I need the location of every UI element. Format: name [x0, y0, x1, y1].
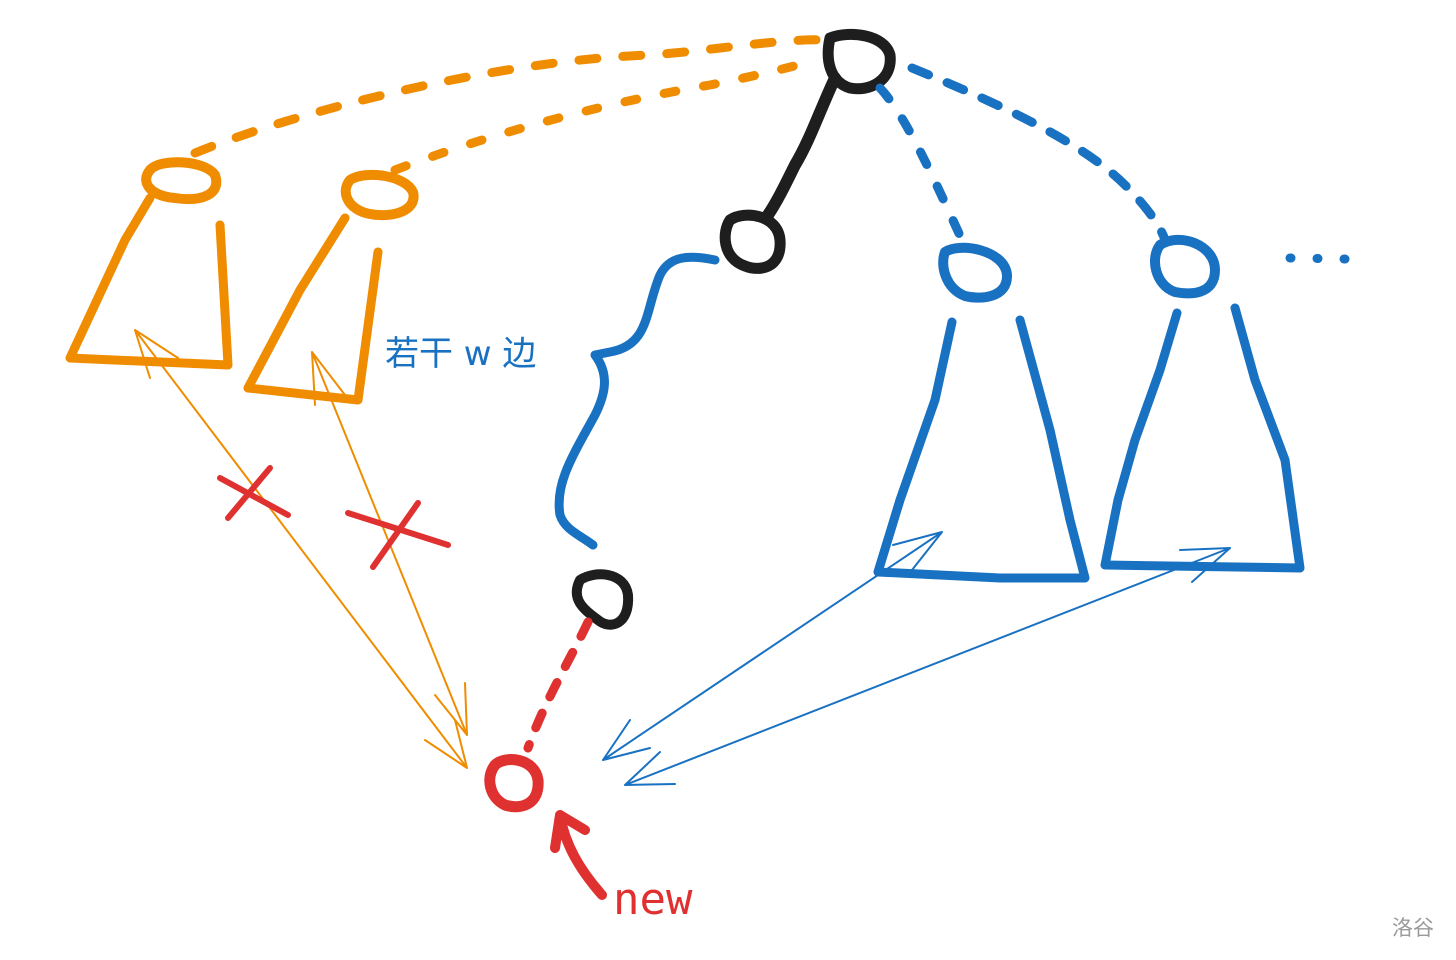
orange-subtree-2: [243, 213, 383, 405]
ellipsis-dots: [1285, 253, 1350, 264]
edge-count-label: 若干 w 边: [385, 334, 537, 374]
orange-node-1: [141, 157, 222, 205]
red-dashed-edge: [523, 617, 593, 753]
blue-node-1: [938, 242, 1012, 303]
orange-node-2: [340, 169, 419, 221]
orange-subtree-1: [65, 193, 233, 370]
blue-arrow-2: [624, 547, 1231, 786]
blue-subtree-2: [1100, 303, 1305, 573]
blue-subtree-1: [873, 315, 1090, 583]
cross-mark-2: [345, 500, 451, 570]
blue-dashed-edge-1: [875, 83, 967, 245]
new-node: [484, 754, 544, 813]
root-node: [822, 28, 896, 95]
orange-dashed-edge-2: [390, 55, 820, 175]
new-pointer-arrow: [550, 810, 607, 900]
cross-mark-1: [217, 465, 291, 521]
black-node-mid: [719, 209, 786, 274]
blue-node-2: [1150, 234, 1220, 299]
blue-arrow-1: [602, 531, 943, 761]
new-node-label: new: [613, 874, 693, 925]
heavy-path-edge: [762, 72, 841, 221]
watermark: 洛谷: [1392, 916, 1434, 940]
orange-arrow-1: [134, 329, 468, 769]
orange-dashed-edge-1: [190, 35, 835, 158]
wavy-chain-edge: [554, 252, 720, 550]
black-node-lower: [571, 569, 634, 630]
blue-dashed-edge-2: [907, 63, 1170, 245]
